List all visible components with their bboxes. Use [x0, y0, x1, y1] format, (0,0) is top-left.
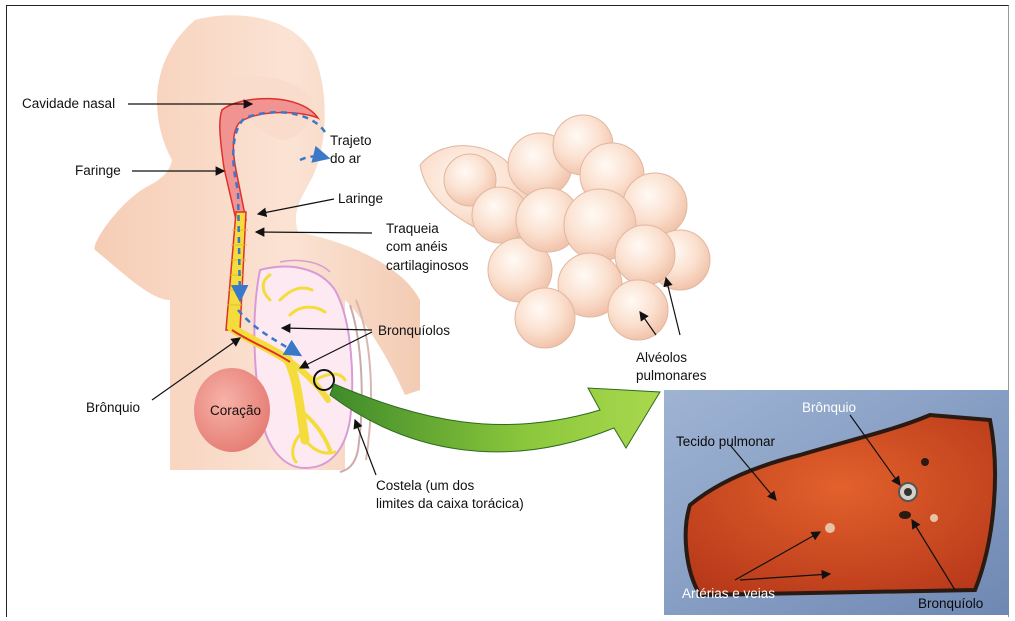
- lung-tissue-photo: [664, 390, 1009, 615]
- photo-label-bronquiolo: Bronquíolo: [918, 596, 983, 611]
- photo-label-tecido: Tecido pulmonar: [676, 434, 776, 449]
- label-faringe: Faringe: [75, 163, 121, 178]
- label-cavidade-nasal: Cavidade nasal: [22, 96, 115, 111]
- zoom-arrow: [330, 384, 660, 452]
- label-traqueia-2: com anéis: [386, 239, 448, 254]
- label-alveolos-1: Alvéolos: [636, 350, 687, 365]
- label-alveolos-2: pulmonares: [636, 368, 707, 383]
- photo-label-bronquio: Brônquio: [802, 400, 856, 415]
- label-traqueia-3: cartilaginosos: [386, 258, 469, 273]
- label-bronquiolos: Bronquíolos: [378, 323, 450, 338]
- label-trajeto-2: do ar: [330, 151, 361, 166]
- label-costela-2: limites da caixa torácica): [376, 496, 524, 511]
- photo-label-arterias: Artérias e veias: [682, 586, 775, 601]
- label-traqueia-1: Traqueia: [386, 221, 439, 236]
- label-bronquio: Brônquio: [86, 400, 140, 415]
- label-costela-1: Costela (um dos: [376, 478, 475, 493]
- label-coracao: Coração: [210, 403, 261, 418]
- label-laringe: Laringe: [338, 191, 383, 206]
- alveoli-cluster: [420, 115, 710, 348]
- label-trajeto-1: Trajeto: [330, 133, 372, 148]
